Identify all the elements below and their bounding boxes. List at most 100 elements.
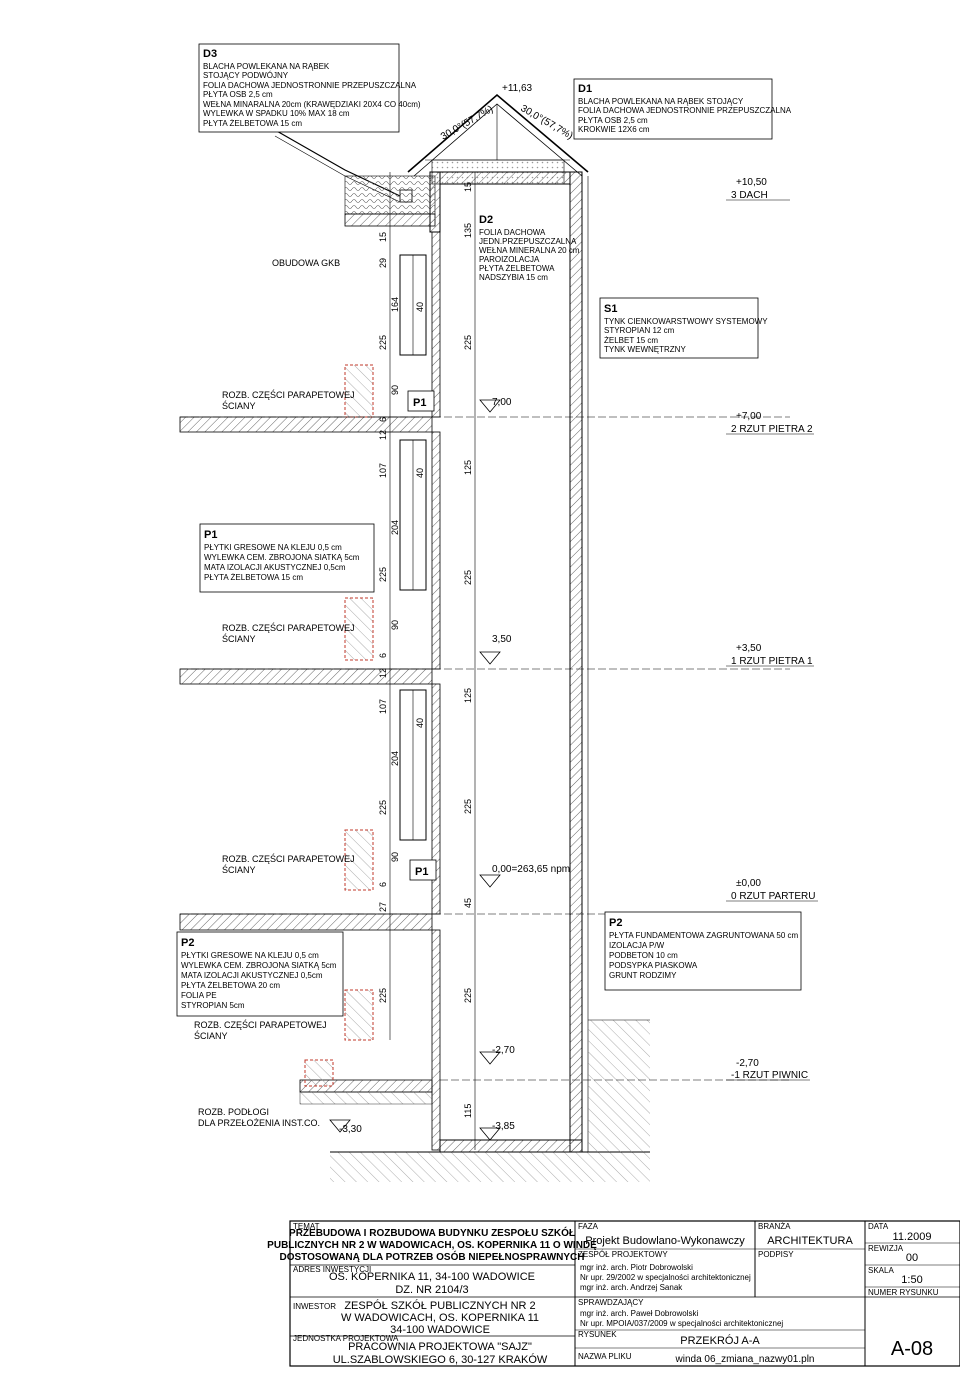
svg-text:WYLEWKA CEM. ZBROJONA SIATKĄ 5: WYLEWKA CEM. ZBROJONA SIATKĄ 5cm: [181, 961, 337, 970]
svg-text:-2,70: -2,70: [492, 1045, 515, 1056]
svg-text:PŁYTA ŻELBETOWA 20 cm: PŁYTA ŻELBETOWA 20 cm: [181, 981, 280, 990]
svg-text:29: 29: [378, 258, 388, 268]
svg-text:15: 15: [463, 182, 473, 192]
svg-text:ŚCIANY: ŚCIANY: [222, 633, 256, 644]
svg-text:PODPISY: PODPISY: [758, 1250, 794, 1259]
svg-text:UL.SZABLOWSKIEGO 6, 30-127 KRA: UL.SZABLOWSKIEGO 6, 30-127 KRAKÓW: [333, 1353, 548, 1366]
svg-text:BLACHA POWLEKANA NA RĄBEK: BLACHA POWLEKANA NA RĄBEK: [203, 62, 330, 71]
svg-text:mgr inż. arch. Andrzej Sanak: mgr inż. arch. Andrzej Sanak: [580, 1283, 683, 1292]
svg-text:ROZB. PODŁOGI: ROZB. PODŁOGI: [198, 1107, 269, 1117]
svg-text:0 RZUT PARTERU: 0 RZUT PARTERU: [731, 891, 815, 902]
title-block: [289, 1220, 960, 1367]
svg-text:ZESPÓŁ SZKÓŁ PUBLICZNYCH NR 2: ZESPÓŁ SZKÓŁ PUBLICZNYCH NR 2: [344, 1299, 535, 1312]
label-s1: S1 TYNK CIENKOWARSTWOWY SYSTEMOWY STYROP…: [599, 297, 768, 359]
svg-text:REWIZJA: REWIZJA: [868, 1244, 904, 1253]
svg-text:15: 15: [378, 232, 388, 242]
svg-text:ROZB. CZĘŚCI PARAPETOWEJ: ROZB. CZĘŚCI PARAPETOWEJ: [222, 622, 355, 633]
shaft-marks: 7,00 3,50 0,00=263,65 npm -2,70 -3,85 -3…: [339, 397, 570, 1135]
svg-text:225: 225: [378, 988, 388, 1003]
svg-text:SKALA: SKALA: [868, 1266, 894, 1275]
label-d2: D2 FOLIA DACHOWA JEDN.PRZEPUSZCZALNA WEŁ…: [479, 214, 580, 282]
svg-text:PŁYTKI GRESOWE NA KLEJU 0,5 cm: PŁYTKI GRESOWE NA KLEJU 0,5 cm: [181, 951, 319, 960]
svg-text:INWESTOR: INWESTOR: [293, 1302, 336, 1311]
svg-text:ŚCIANY: ŚCIANY: [222, 400, 256, 411]
svg-text:12: 12: [378, 668, 388, 678]
label-p2-right: P2 PŁYTA FUNDAMENTOWA ZAGRUNTOWANA 50 cm…: [604, 911, 802, 991]
svg-text:WEŁNA MINERALNA 20 cm: WEŁNA MINERALNA 20 cm: [479, 246, 580, 255]
svg-text:11.2009: 11.2009: [893, 1231, 932, 1243]
svg-text:ŚCIANY: ŚCIANY: [194, 1030, 228, 1041]
svg-text:NAZWA PLIKU: NAZWA PLIKU: [578, 1352, 632, 1361]
svg-text:STYROPIAN 5cm: STYROPIAN 5cm: [181, 1001, 245, 1010]
roof-cap: [407, 93, 589, 185]
svg-text:FOLIA PE: FOLIA PE: [181, 991, 217, 1000]
svg-text:PRZEBUDOWA I ROZBUDOWA BUDYNKU: PRZEBUDOWA I ROZBUDOWA BUDYNKU ZESPOŁU S…: [289, 1226, 575, 1239]
dims-right: 15 135 225 125 225 125 225 45 225 115: [463, 182, 473, 1118]
svg-text:225: 225: [463, 988, 473, 1003]
svg-text:BLACHA POWLEKANA NA RĄBEK STOJ: BLACHA POWLEKANA NA RĄBEK STOJĄCY: [578, 97, 744, 106]
svg-text:225: 225: [378, 567, 388, 582]
svg-text:-2,70: -2,70: [736, 1058, 759, 1069]
svg-text:±0,00: ±0,00: [736, 878, 761, 889]
svg-text:PŁYTA OSB 2,5 cm: PŁYTA OSB 2,5 cm: [203, 90, 273, 99]
svg-text:DZ. NR 2104/3: DZ. NR 2104/3: [395, 1284, 468, 1296]
svg-text:STOJĄCY PODWÓJNY: STOJĄCY PODWÓJNY: [203, 71, 289, 80]
svg-text:225: 225: [378, 800, 388, 815]
svg-text:40: 40: [415, 302, 425, 312]
svg-text:PŁYTA ŻELBETOWA 15 cm: PŁYTA ŻELBETOWA 15 cm: [204, 573, 303, 582]
svg-text:P2: P2: [609, 917, 622, 929]
dimension-lines: [389, 172, 476, 1150]
svg-text:6: 6: [378, 653, 388, 658]
svg-text:NUMER RYSUNKU: NUMER RYSUNKU: [868, 1288, 939, 1297]
svg-text:107: 107: [378, 699, 388, 714]
svg-text:PAROIZOLACJA: PAROIZOLACJA: [479, 255, 540, 264]
level-labels: +10,50 3 DACH +7,00 2 RZUT PIETRA 2 +3,5…: [726, 177, 818, 1081]
svg-text:mgr inż. arch. Piotr Dobrowols: mgr inż. arch. Piotr Dobrowolski: [580, 1263, 693, 1272]
svg-text:1 RZUT PIETRA 1: 1 RZUT PIETRA 1: [731, 656, 813, 667]
svg-text:34-100 WADOWICE: 34-100 WADOWICE: [390, 1324, 490, 1336]
svg-text:225: 225: [463, 335, 473, 350]
svg-text:-1 RZUT PIWNIC: -1 RZUT PIWNIC: [731, 1070, 808, 1081]
svg-text:30,0°(57,7%): 30,0°(57,7%): [439, 104, 495, 143]
svg-text:JEDN.PRZEPUSZCZALNA: JEDN.PRZEPUSZCZALNA: [479, 237, 577, 246]
label-d1: D1 BLACHA POWLEKANA NA RĄBEK STOJĄCY FOL…: [573, 78, 792, 140]
svg-text:OBUDOWA GKB: OBUDOWA GKB: [272, 258, 340, 268]
svg-text:DATA: DATA: [868, 1222, 889, 1231]
svg-text:P1: P1: [415, 866, 428, 878]
svg-text:+11,63: +11,63: [502, 83, 533, 94]
svg-text:40: 40: [415, 718, 425, 728]
window-columns: [399, 254, 427, 841]
svg-text:ROZB. CZĘŚCI PARAPETOWEJ: ROZB. CZĘŚCI PARAPETOWEJ: [194, 1019, 327, 1030]
svg-text:RYSUNEK: RYSUNEK: [578, 1330, 617, 1339]
svg-text:164: 164: [390, 297, 400, 312]
svg-text:90: 90: [390, 620, 400, 630]
title-block-text: TEMAT PRZEBUDOWA I ROZBUDOWA BUDYNKU ZES…: [267, 1222, 939, 1366]
svg-text:90: 90: [390, 385, 400, 395]
svg-text:12: 12: [378, 430, 388, 440]
svg-text:6: 6: [378, 882, 388, 887]
svg-text:winda 06_zmiana_nazwy01.pln: winda 06_zmiana_nazwy01.pln: [675, 1354, 815, 1365]
svg-text:WYLEWKA CEM. ZBROJONA SIATKĄ 5: WYLEWKA CEM. ZBROJONA SIATKĄ 5cm: [204, 553, 360, 562]
svg-text:107: 107: [378, 463, 388, 478]
svg-text:+3,50: +3,50: [736, 643, 762, 654]
svg-text:-3,30: -3,30: [339, 1124, 362, 1135]
svg-text:225: 225: [463, 570, 473, 585]
svg-text:DLA PRZEŁOŻENIA INST.CO.: DLA PRZEŁOŻENIA INST.CO.: [198, 1118, 320, 1128]
svg-text:PRACOWNIA PROJEKTOWA "SAJZ": PRACOWNIA PROJEKTOWA "SAJZ": [348, 1341, 532, 1353]
svg-text:3 DACH: 3 DACH: [731, 190, 768, 201]
svg-text:ŚCIANY: ŚCIANY: [222, 864, 256, 875]
roof-d3: [274, 129, 436, 227]
svg-text:KROKWIE 12X6 cm: KROKWIE 12X6 cm: [578, 125, 650, 134]
svg-text:27: 27: [378, 902, 388, 912]
svg-text:ŻELBET 15 cm: ŻELBET 15 cm: [604, 336, 658, 345]
svg-text:STYROPIAN 12 cm: STYROPIAN 12 cm: [604, 326, 675, 335]
svg-text:7,00: 7,00: [492, 397, 512, 408]
svg-text:D1: D1: [578, 83, 592, 95]
svg-text:ROZB. CZĘŚCI PARAPETOWEJ: ROZB. CZĘŚCI PARAPETOWEJ: [222, 389, 355, 400]
svg-text:204: 204: [390, 751, 400, 766]
svg-text:FOLIA DACHOWA JEDNOSTRONNIE PR: FOLIA DACHOWA JEDNOSTRONNIE PRZEPUSZCZAL…: [203, 81, 417, 90]
svg-text:mgr inż. arch. Paweł Dobrowols: mgr inż. arch. Paweł Dobrowolski: [580, 1309, 698, 1318]
svg-text:SPRAWDZAJĄCY: SPRAWDZAJĄCY: [578, 1298, 644, 1307]
svg-text:Nr upr. MPOIA/037/2009 w spec: Nr upr. MPOIA/037/2009 w specjalności ar…: [580, 1319, 783, 1328]
